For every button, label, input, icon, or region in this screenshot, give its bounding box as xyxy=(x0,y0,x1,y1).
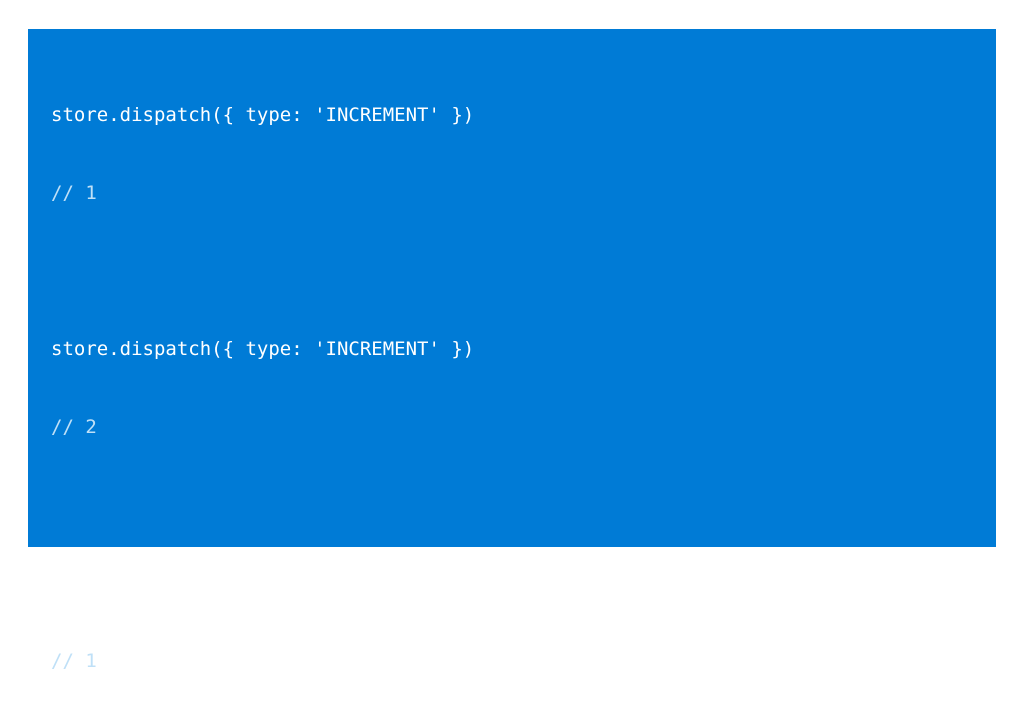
code-blank-line xyxy=(51,258,474,284)
code-comment-result-2: // 2 xyxy=(51,416,97,438)
code-comment-result-3: // 1 xyxy=(51,650,97,672)
code-line-dispatch-increment-2: store.dispatch({ type: 'INCREMENT' }) xyxy=(51,338,475,360)
code-line-dispatch-increment-1: store.dispatch({ type: 'INCREMENT' }) xyxy=(51,104,475,126)
code-block: store.dispatch({ type: 'INCREMENT' }) //… xyxy=(51,50,474,726)
slide-panel: store.dispatch({ type: 'INCREMENT' }) //… xyxy=(28,29,996,672)
code-comment-result-1: // 1 xyxy=(51,182,97,204)
code-line-dispatch-decrement: store.dispatch({ type: 'DECREMENT' }) xyxy=(51,572,475,594)
code-blank-line xyxy=(51,492,474,518)
